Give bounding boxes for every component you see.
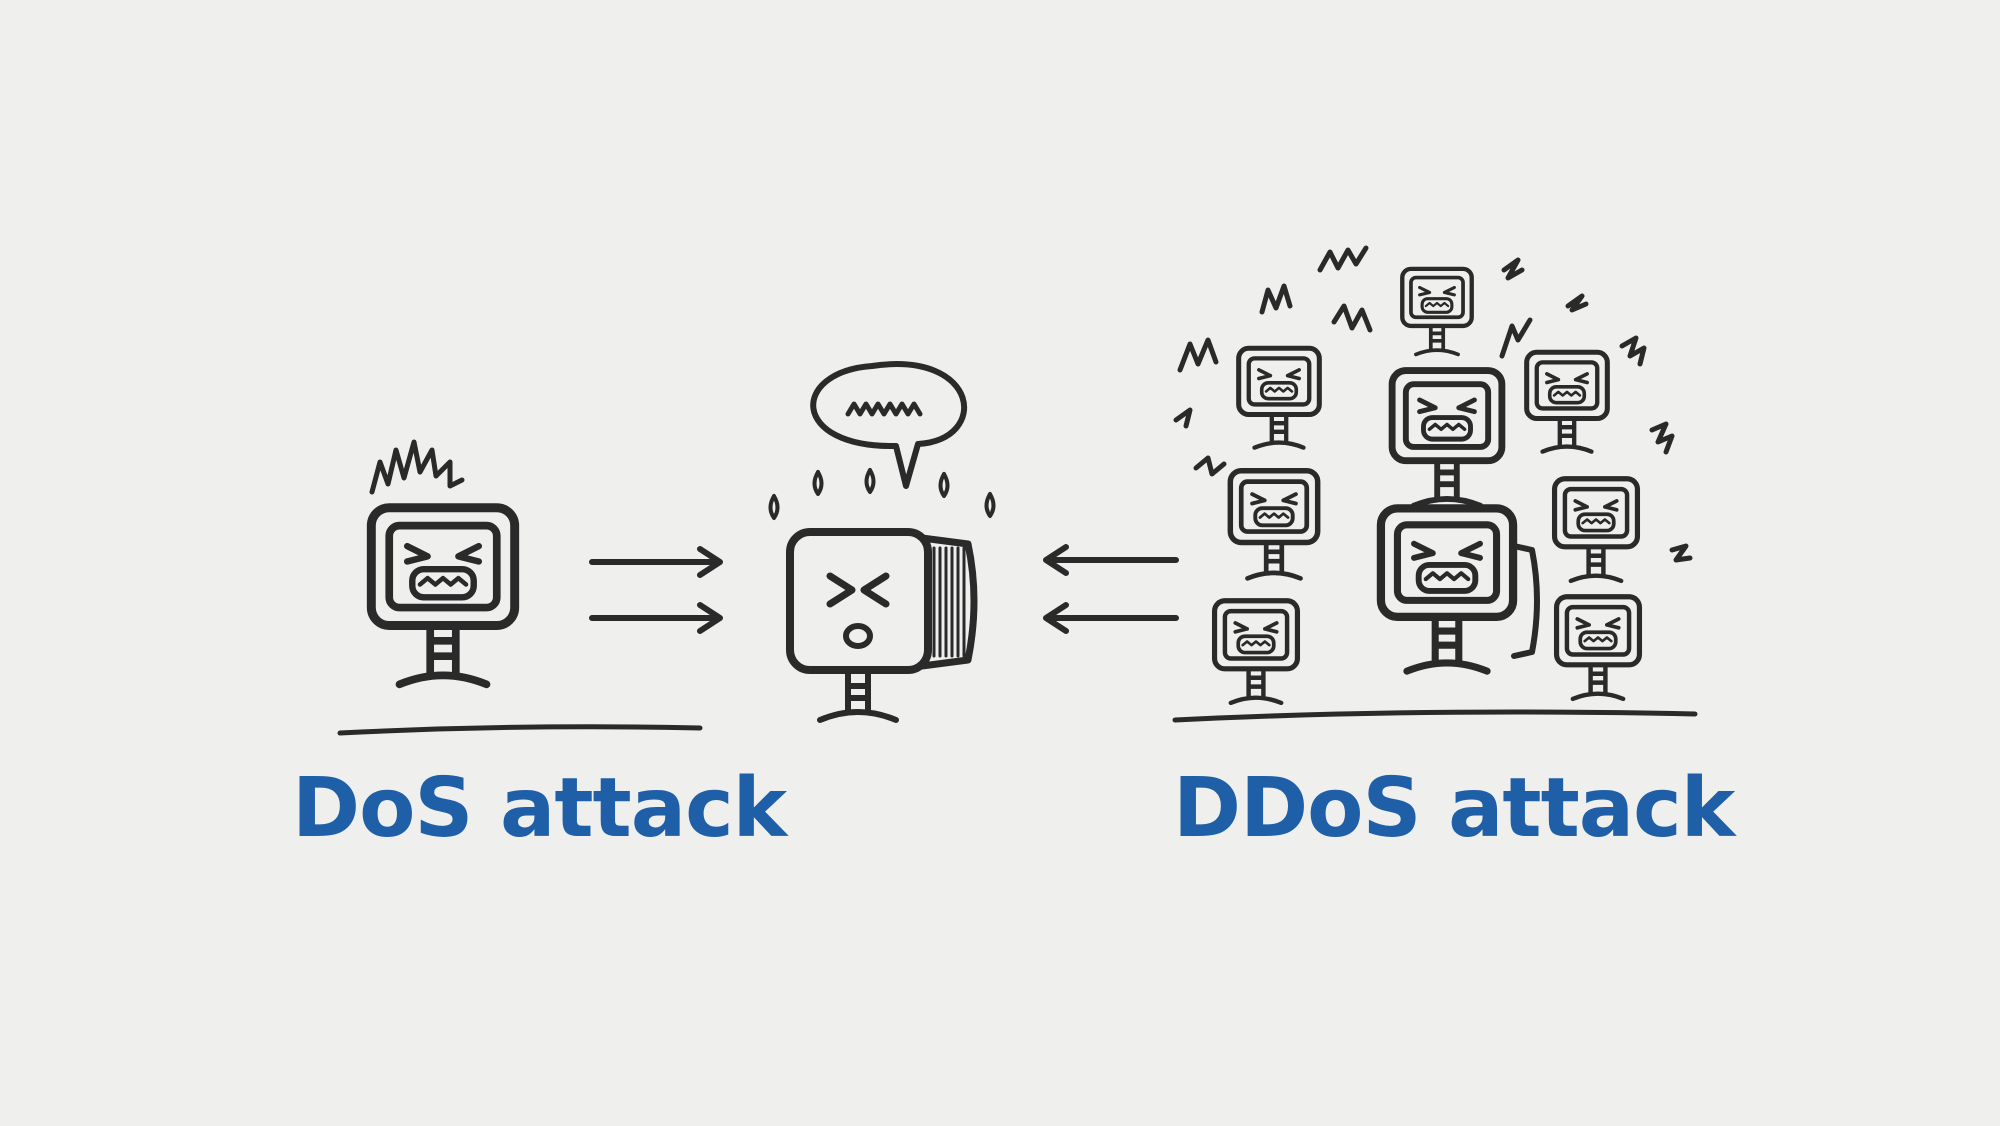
ddos-attack-label: DDoS attack xyxy=(1173,761,1735,856)
anger-scribble-icon xyxy=(1565,293,1589,313)
anger-scribble-icon xyxy=(1331,303,1373,333)
angry-computer-icon xyxy=(1557,597,1640,699)
anger-scribble-icon xyxy=(369,439,465,495)
server-stand xyxy=(845,669,871,713)
arrow-right-icon xyxy=(589,546,723,578)
angry-computer-icon xyxy=(1527,352,1608,451)
speech-bubble-icon xyxy=(810,361,968,489)
squint-eyes-icon xyxy=(826,572,890,608)
dos-ground-line xyxy=(337,724,703,736)
angry-computer-icon xyxy=(1402,269,1471,355)
sweat-drop-icon xyxy=(938,472,950,498)
open-mouth-icon xyxy=(843,623,873,649)
angry-computer-icon xyxy=(1392,371,1502,506)
angry-computer-icon xyxy=(1381,508,1513,671)
arrow-left-icon xyxy=(1043,544,1179,576)
grumble-scribble-icon xyxy=(845,401,923,417)
angry-computer-icon xyxy=(1239,348,1320,447)
anger-scribble-icon xyxy=(1177,337,1219,373)
sweat-drop-icon xyxy=(984,492,996,518)
anger-scribble-icon xyxy=(1501,257,1525,281)
botnet-side-panel xyxy=(1511,543,1540,659)
angry-computer-icon xyxy=(371,508,514,685)
dos-attack-label: DoS attack xyxy=(292,761,787,856)
anger-scribble-icon xyxy=(1499,317,1533,359)
anger-scribble-icon xyxy=(1259,283,1293,315)
anger-scribble-icon xyxy=(1669,543,1693,563)
anger-scribble-icon xyxy=(1649,421,1675,455)
server-base xyxy=(817,709,899,723)
overwhelmed-server-icon xyxy=(786,528,978,723)
angry-computer-icon xyxy=(1230,471,1317,579)
anger-scribble-icon xyxy=(1173,407,1193,429)
anger-scribble-icon xyxy=(1317,245,1369,273)
arrow-right-icon xyxy=(589,602,723,634)
ddos-ground-line xyxy=(1172,709,1698,723)
angry-computer-icon xyxy=(1555,479,1638,581)
anger-scribble-icon xyxy=(1619,335,1647,367)
sweat-drop-icon xyxy=(768,494,780,520)
arrow-left-icon xyxy=(1043,602,1179,634)
server-face-box xyxy=(786,528,932,674)
angry-computer-icon xyxy=(1215,601,1298,703)
anger-scribble-icon xyxy=(1193,455,1227,477)
sweat-drop-icon xyxy=(812,470,824,496)
sweat-drop-icon xyxy=(864,468,876,494)
